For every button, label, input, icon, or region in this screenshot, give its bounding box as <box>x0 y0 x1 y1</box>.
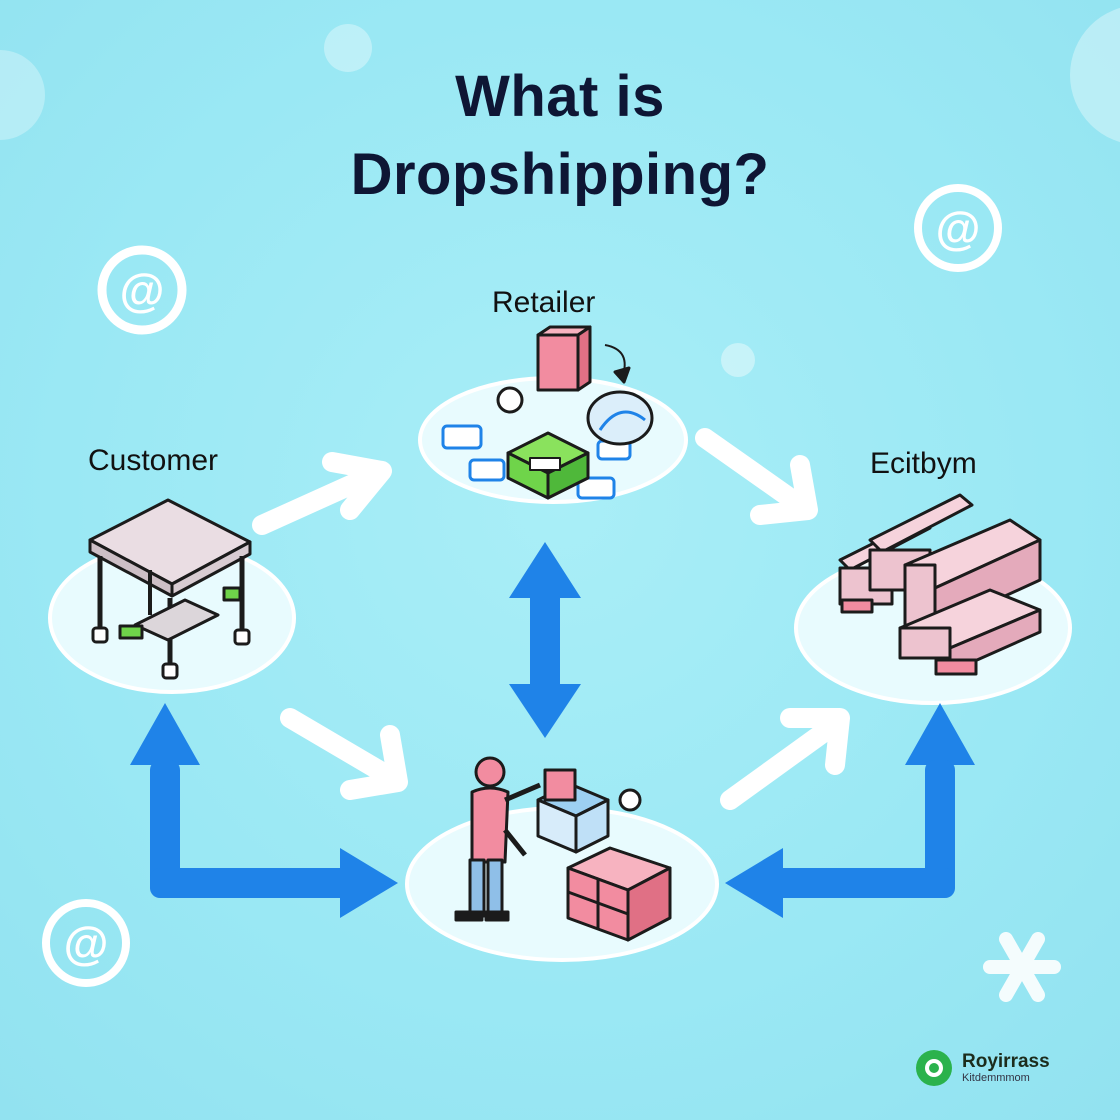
double-arrow-retailer-fulfillment <box>509 542 581 738</box>
page-title: What is Dropshipping? <box>0 58 1120 214</box>
supplier-pallets-icon <box>838 493 1042 676</box>
customer-label: Customer <box>88 444 219 477</box>
flow-arrow-customer-to-fulfillment <box>280 708 408 800</box>
brand-name: Royirrass <box>962 1051 1050 1072</box>
flow-arrow-retailer-to-supplier <box>695 428 818 525</box>
flow-arrow-fulfillment-to-supplier <box>720 708 850 810</box>
at-sign-icon: @ <box>97 245 187 335</box>
svg-text:@: @ <box>64 917 109 969</box>
at-sign-icon: @ <box>914 184 1002 272</box>
customer-desk-icon <box>88 498 252 680</box>
at-sign-icon: @ <box>42 899 130 987</box>
retailer-server-icon <box>441 325 654 500</box>
brand-logo: Royirrass Kitdemmmom <box>912 1046 1050 1090</box>
flow-arrow-customer-to-retailer <box>252 452 392 535</box>
return-arrow-supplier-to-fulfillment <box>725 703 975 918</box>
svg-text:@: @ <box>936 202 981 254</box>
supplier-label: Ecitbym <box>870 447 977 480</box>
decorative-bubbles <box>0 7 1120 377</box>
return-arrow-fulfillment-to-customer <box>130 703 398 918</box>
svg-text:@: @ <box>120 264 165 316</box>
brand-subtitle: Kitdemmmom <box>962 1072 1030 1084</box>
retailer-label: Retailer <box>492 286 596 319</box>
brand-leaf-icon <box>916 1050 952 1086</box>
fulfillment-worker-icon <box>454 756 672 942</box>
title-line-1: What is <box>455 64 665 129</box>
snowflake-icon <box>983 932 1061 1002</box>
title-line-2: Dropshipping? <box>350 142 770 207</box>
